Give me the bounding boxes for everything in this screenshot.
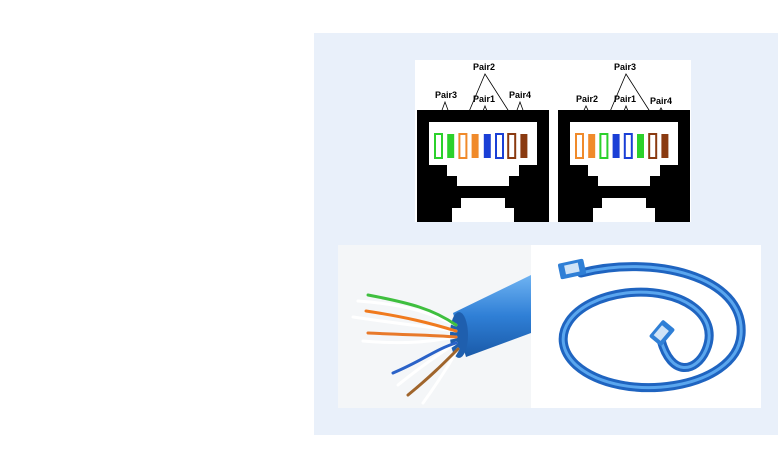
right-jack-pin-7 <box>648 133 658 159</box>
right-jack-label-left: Pair2 <box>576 94 598 104</box>
jack-pinout-svg: Pair2 Pair3 Pair1 Pair4 Pair3 Pair2 Pair… <box>417 62 690 222</box>
left-jack-pin-5 <box>483 134 491 158</box>
left-jack-pin-6 <box>495 133 504 159</box>
patch-cable-photo <box>531 245 761 408</box>
patch-cable-illustration <box>557 258 746 393</box>
rj45-connector-bottom <box>649 320 675 346</box>
right-jack: Pair3 Pair2 Pair1 Pair4 <box>558 62 690 222</box>
rj45-connector-top <box>557 258 587 280</box>
jack-pinout-diagram: Pair2 Pair3 Pair1 Pair4 Pair3 Pair2 Pair… <box>415 60 691 222</box>
right-jack-label-top: Pair3 <box>614 62 636 72</box>
left-jack-label-middle: Pair1 <box>473 94 495 104</box>
left-jack-pin-8 <box>520 134 528 158</box>
left-jack-pins <box>434 133 528 159</box>
right-jack-label-middle: Pair1 <box>614 94 636 104</box>
right-jack-label-right: Pair4 <box>650 96 672 106</box>
left-jack-pin-3 <box>458 133 468 159</box>
right-jack-pin-6 <box>637 134 644 158</box>
left-jack-label-right: Pair4 <box>509 90 531 100</box>
left-jack-pin-4 <box>471 134 479 158</box>
cable-end-photo <box>338 245 531 408</box>
right-jack-pin-5 <box>623 133 633 159</box>
right-jack-pin-4 <box>612 134 620 158</box>
right-jack-housing <box>558 110 690 222</box>
twisted-wires <box>351 293 460 405</box>
cable-jacket-opening <box>450 312 468 358</box>
right-jack-pin-8 <box>661 134 669 158</box>
right-jack-pins <box>575 133 669 159</box>
cable-jacket <box>453 275 531 357</box>
right-jack-pin-3 <box>599 133 609 159</box>
right-jack-pin-2 <box>588 134 596 158</box>
right-jack-pin-1 <box>575 133 584 159</box>
left-jack-pin-1 <box>434 133 443 159</box>
left-jack: Pair2 Pair3 Pair1 Pair4 <box>417 62 549 222</box>
left-jack-pin-7 <box>507 133 517 159</box>
left-jack-label-top: Pair2 <box>473 62 495 72</box>
cable-end-illustration <box>351 275 531 405</box>
left-jack-pin-2 <box>447 134 455 158</box>
left-jack-housing <box>417 110 549 222</box>
cable-coil <box>558 262 746 393</box>
left-jack-label-left: Pair3 <box>435 90 457 100</box>
